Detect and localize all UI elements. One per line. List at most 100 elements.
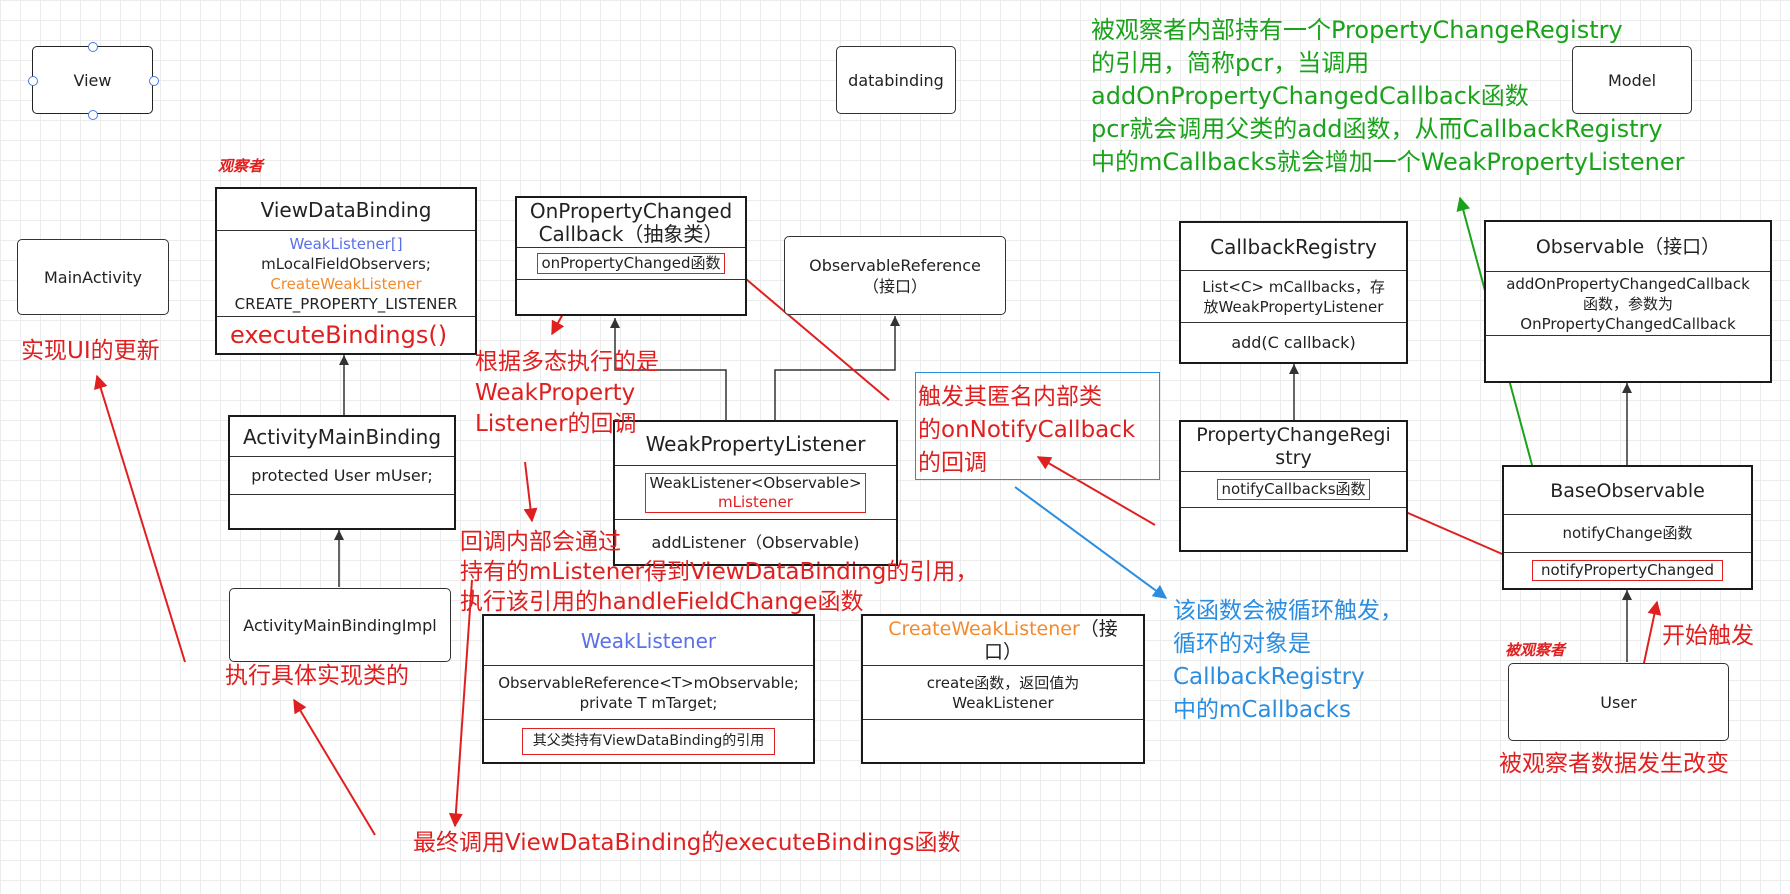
- on-property-changed-callback-class[interactable]: OnPropertyChanged Callback（抽象类） onProper…: [515, 196, 747, 316]
- observable-empty: [1486, 336, 1770, 381]
- callback-inner-line: 持有的mListener得到ViewDataBinding的引用，: [460, 559, 979, 585]
- activity-main-binding-impl-node[interactable]: ActivityMainBindingImpl: [229, 588, 451, 662]
- trigger-anon-line: 的onNotifyCallback: [918, 417, 1136, 443]
- base-observable-methods: notifyChange函数: [1504, 515, 1751, 553]
- callback-title-line2: Callback（抽象类）: [538, 221, 724, 246]
- loop-line: CallbackRegistry: [1173, 664, 1365, 690]
- m-callbacks-field: List<C> mCallbacks，存: [1202, 277, 1385, 296]
- green-note-line: 中的mCallbacks就会增加一个WeakPropertyListener: [1091, 148, 1685, 176]
- add-callback-desc: 函数，参数为: [1582, 294, 1673, 313]
- trigger-anon-line: 的回调: [918, 450, 987, 476]
- base-observable-class[interactable]: BaseObservable notifyChange函数 notifyProp…: [1502, 465, 1753, 590]
- observable-reference-node[interactable]: ObservableReference （接口）: [784, 236, 1006, 315]
- on-property-changed-callback-title: OnPropertyChanged Callback（抽象类）: [517, 198, 745, 248]
- base-observable-title: BaseObservable: [1504, 467, 1751, 515]
- arrow-to-exec-impl: [293, 698, 376, 836]
- m-listener-field: WeakListener<Observable> mListener: [645, 472, 866, 513]
- view-handle-right[interactable]: [149, 76, 159, 86]
- observable-reference-sub: （接口）: [862, 276, 927, 296]
- arrow-blue-loop: [1014, 486, 1168, 599]
- m-callbacks-desc: 放WeakPropertyListener: [1203, 297, 1384, 316]
- user-node[interactable]: User: [1508, 663, 1729, 741]
- activity-main-binding-fields: protected User mUser;: [230, 457, 454, 495]
- observable-class[interactable]: Observable（接口） addOnPropertyChangedCallb…: [1484, 220, 1772, 383]
- activity-main-binding-class[interactable]: ActivityMainBinding protected User mUser…: [228, 415, 456, 530]
- local-field-observers-field: mLocalFieldObservers;: [261, 254, 431, 273]
- weak-listener-array-type: WeakListener[]: [289, 234, 403, 253]
- callback-title-line1: OnPropertyChanged: [529, 198, 733, 223]
- observable-title: Observable（接口）: [1486, 222, 1770, 272]
- view-data-binding-title: ViewDataBinding: [217, 189, 475, 231]
- base-observable-methods-2: notifyPropertyChanged: [1504, 553, 1751, 588]
- create-property-listener-field: CREATE_PROPERTY_LISTENER: [234, 294, 458, 313]
- m-target-field: private T mTarget;: [579, 693, 718, 712]
- property-change-registry-class[interactable]: PropertyChangeRegi stry notifyCallbacks函…: [1179, 420, 1408, 552]
- inherit-observable-reference: [774, 316, 900, 420]
- observable-methods: addOnPropertyChangedCallback 函数，参数为 OnPr…: [1486, 272, 1770, 336]
- green-note-line: addOnPropertyChangedCallback函数: [1091, 82, 1529, 110]
- create-weak-listener-kind-end: 口）: [983, 640, 1022, 663]
- parent-holds-reference-note: 其父类持有ViewDataBinding的引用: [521, 727, 776, 755]
- create-method-line2: WeakListener: [952, 693, 1054, 712]
- polymorphism-note: 根据多态执行的是 WeakProperty Listener的回调: [475, 347, 659, 440]
- observable-reference-title: ObservableReference: [809, 255, 981, 275]
- view-data-binding-fields: WeakListener[] mLocalFieldObservers; Cre…: [217, 231, 475, 317]
- on-property-changed-callback-methods: onPropertyChanged函数: [517, 248, 745, 280]
- main-activity-node[interactable]: MainActivity: [17, 239, 169, 315]
- callback-registry-title: CallbackRegistry: [1181, 223, 1406, 271]
- view-data-binding-class[interactable]: ViewDataBinding WeakListener[] mLocalFie…: [215, 187, 477, 355]
- data-change-note: 被观察者数据发生改变: [1499, 751, 1729, 777]
- model-node[interactable]: Model: [1572, 46, 1692, 114]
- add-callback-method: addOnPropertyChangedCallback: [1506, 274, 1750, 293]
- weak-listener-fields: ObservableReference<T>mObservable; priva…: [484, 666, 813, 720]
- property-change-registry-methods: notifyCallbacks函数: [1181, 472, 1406, 508]
- trigger-note-frame: [915, 372, 1160, 480]
- view-handle-bottom[interactable]: [88, 110, 98, 120]
- execute-bindings-method: executeBindings(): [230, 321, 448, 349]
- view-node[interactable]: View: [32, 46, 153, 114]
- callback-registry-class[interactable]: CallbackRegistry List<C> mCallbacks，存 放W…: [1179, 221, 1408, 364]
- loop-line: 中的mCallbacks: [1173, 697, 1351, 723]
- create-weak-listener-class[interactable]: CreateWeakListener（接 口） create函数，返回值为 We…: [861, 614, 1145, 764]
- trigger-anon-line: 触发其匿名内部类: [918, 384, 1102, 410]
- databinding-node[interactable]: databinding: [836, 46, 956, 114]
- ui-update-note: 实现UI的更新: [21, 338, 160, 364]
- callback-inner-note: 回调内部会通过 持有的mListener得到ViewDataBinding的引用…: [460, 527, 978, 617]
- create-weak-listener-name: CreateWeakListener: [888, 617, 1080, 640]
- pcr-title-line2: stry: [1275, 446, 1312, 469]
- arrow-to-callback-inner: [523, 461, 538, 523]
- pcr-title-line1: PropertyChangeRegi: [1196, 423, 1391, 446]
- loop-line: 该函数会被循环触发，: [1173, 598, 1403, 624]
- add-callback-param: OnPropertyChangedCallback: [1520, 314, 1736, 333]
- weak-property-listener-methods: addListener（Observable): [651, 532, 860, 552]
- property-change-registry-empty: [1181, 508, 1406, 550]
- create-weak-listener-title: CreateWeakListener（接 口）: [863, 616, 1143, 666]
- weak-property-listener-title: WeakPropertyListener: [615, 422, 896, 466]
- notify-callbacks-method: notifyCallbacks函数: [1217, 479, 1370, 500]
- green-note-line: 被观察者内部持有一个PropertyChangeRegistry: [1091, 16, 1623, 44]
- weak-property-listener-class[interactable]: WeakPropertyListener WeakListener<Observ…: [613, 420, 898, 566]
- view-handle-left[interactable]: [28, 76, 38, 86]
- view-handle-top[interactable]: [88, 42, 98, 52]
- weak-property-listener-fields: WeakListener<Observable> mListener: [615, 466, 896, 520]
- exec-impl-note: 执行具体实现类的: [225, 663, 409, 689]
- arrow-to-ui-update: [94, 374, 186, 663]
- polymorphism-line: WeakProperty: [475, 380, 636, 406]
- m-listener-name: mListener: [718, 492, 793, 511]
- callback-registry-fields: List<C> mCallbacks，存 放WeakPropertyListen…: [1181, 271, 1406, 323]
- create-weak-listener-type: CreateWeakListener: [270, 274, 422, 293]
- weak-listener-title: WeakListener: [484, 616, 813, 666]
- create-method-line1: create函数，返回值为: [926, 673, 1080, 692]
- create-weak-listener-kind: （接: [1079, 617, 1118, 640]
- weak-listener-methods: 其父类持有ViewDataBinding的引用: [484, 720, 813, 762]
- view-data-binding-methods: executeBindings(): [217, 317, 475, 353]
- callback-registry-methods: add(C callback): [1231, 333, 1356, 352]
- green-note-line: 的引用，简称pcr，当调用: [1091, 49, 1370, 77]
- m-listener-type: WeakListener<Observable>: [649, 473, 862, 492]
- property-change-registry-title: PropertyChangeRegi stry: [1181, 422, 1406, 472]
- observed-label: 被观察者: [1505, 641, 1566, 659]
- green-note: 被观察者内部持有一个PropertyChangeRegistry 的引用，简称p…: [1091, 14, 1685, 179]
- callback-inner-line: 执行该引用的handleFieldChange函数: [460, 589, 864, 615]
- loop-note: 该函数会被循环触发， 循环的对象是 CallbackRegistry 中的mCa…: [1173, 595, 1403, 727]
- weak-listener-class[interactable]: WeakListener ObservableReference<T>mObse…: [482, 614, 815, 764]
